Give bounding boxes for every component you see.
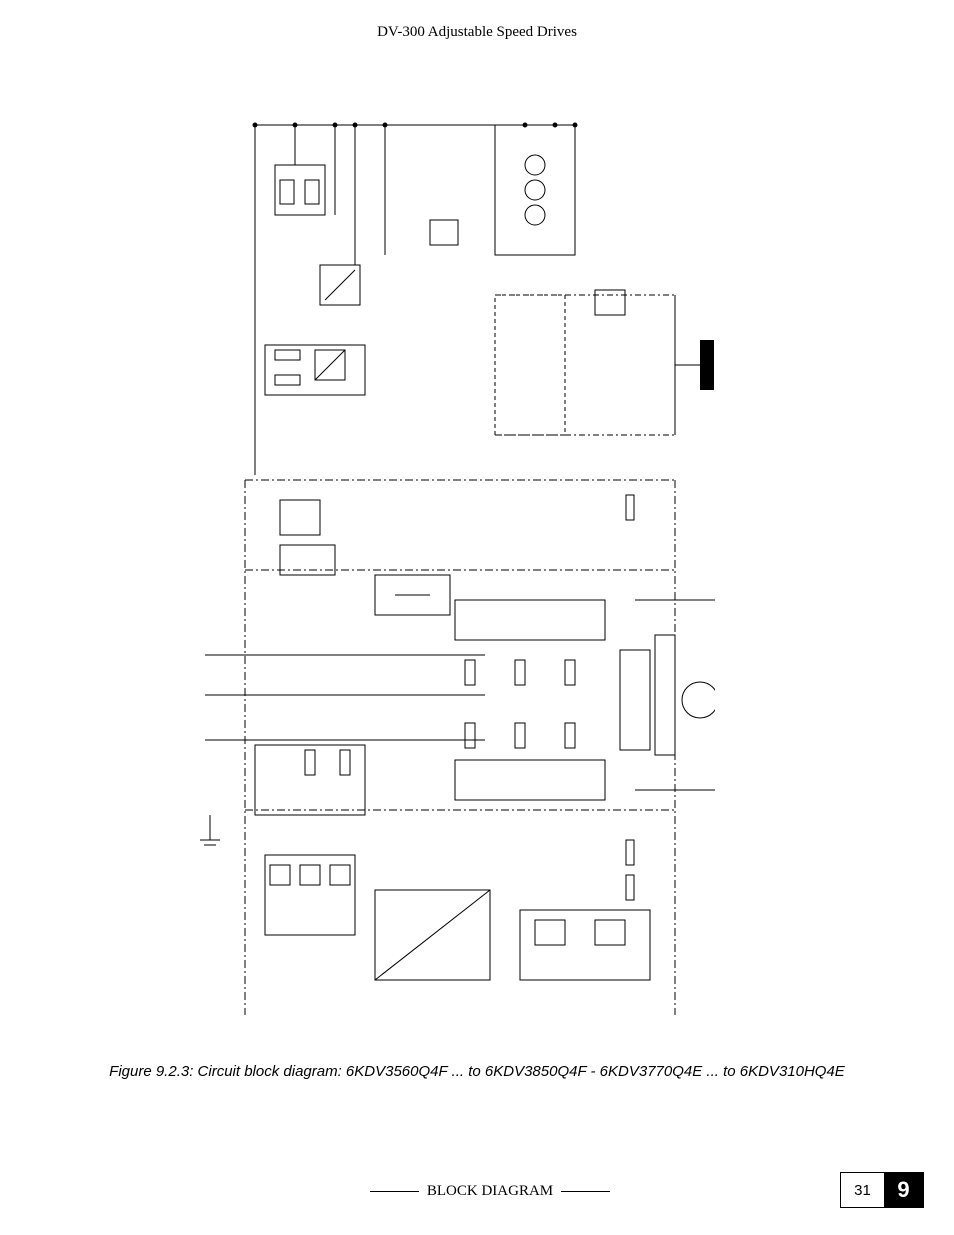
footer-section-label: BLOCK DIAGRAM (426, 1183, 554, 1199)
circuit-block-diagram (195, 95, 715, 1035)
chapter-number: 9 (884, 1173, 923, 1207)
footer-rule-right (561, 1191, 611, 1192)
footer-rule-left (370, 1191, 419, 1192)
figure-caption: Figure 9.2.3: Circuit block diagram: 6KD… (109, 1063, 845, 1080)
page-header: DV-300 Adjustable Speed Drives (377, 24, 577, 40)
page-number-box: 31 9 (840, 1172, 924, 1208)
footer-section: BLOCK DIAGRAM (370, 1183, 611, 1200)
page-number: 31 (854, 1181, 871, 1199)
